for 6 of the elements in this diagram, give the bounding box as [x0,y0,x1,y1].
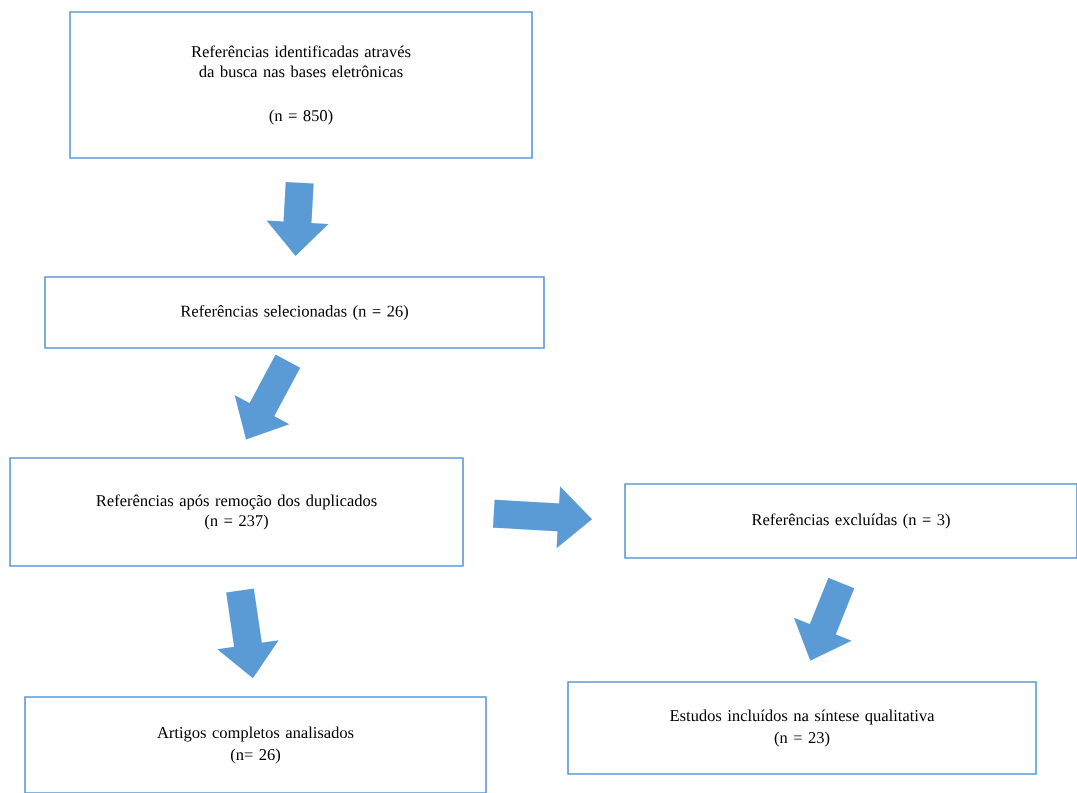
process-box: Referências identificadas através da busca nas bases eletrônicas (n = 850) [69,11,533,159]
process-box: Artigos completos analisados (n= 26) [24,696,487,793]
process-box: Referências excluídas (n = 3) [624,483,1077,559]
process-box: Referências após remoção dos duplicados (n = 237) [9,457,464,567]
process-box: Estudos incluídos na síntese qualitativa (n = 23) [567,681,1037,775]
process-box: Referências selecionadas (n = 26) [44,276,545,349]
